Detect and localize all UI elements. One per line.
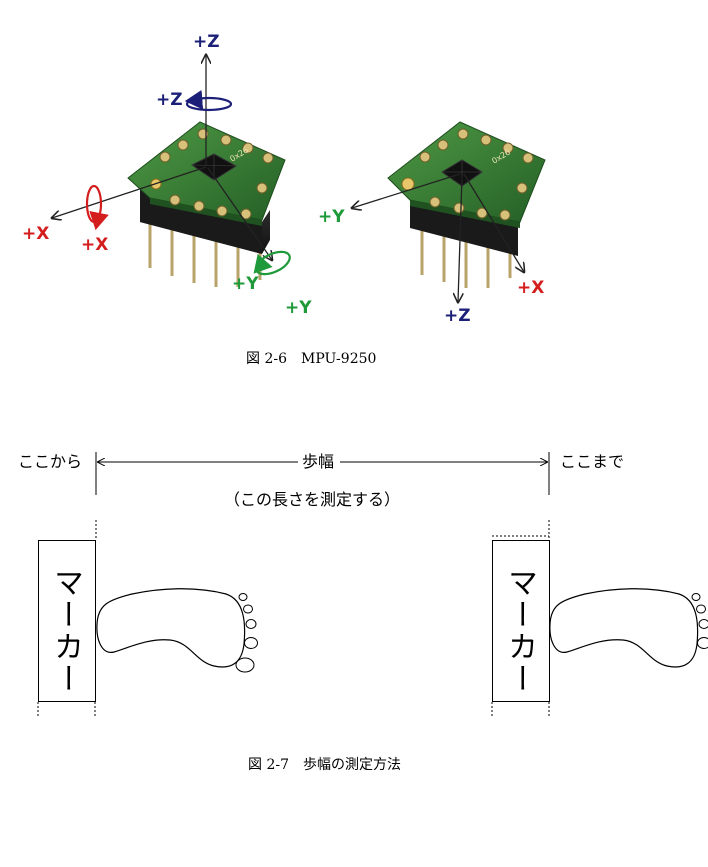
- left-z-rotation-label: +Z: [156, 92, 183, 109]
- marker-right: マーカー: [492, 540, 550, 702]
- figure-2-7-caption: 図 2-7 歩幅の測定方法: [248, 754, 401, 774]
- right-x-axis-label: +X: [517, 280, 544, 297]
- stride-diagram-graphic: [0, 440, 708, 730]
- left-z-axis-label: +Z: [193, 34, 220, 51]
- right-z-axis-label: +Z: [444, 308, 471, 325]
- marker-left: マーカー: [38, 540, 96, 702]
- end-label: ここまで: [560, 454, 624, 470]
- left-x-rotation-label: +X: [81, 237, 108, 254]
- figure-2-6-caption: 図 2-6 MPU-9250: [246, 348, 376, 368]
- left-x-axis-label: +X: [22, 226, 49, 243]
- left-y-rotation-label: +Y: [232, 276, 259, 293]
- right-y-axis-label: +Y: [318, 209, 345, 226]
- mpu9250-board-left-photo: 0x26: [0, 0, 708, 330]
- left-y-axis-label: +Y: [285, 300, 312, 317]
- right-board-graphic: 0x26: [352, 122, 545, 302]
- measurement-note: （この長さを測定する）: [224, 486, 400, 510]
- stride-label: 歩幅: [302, 454, 334, 470]
- figure-2-6: 0x26: [0, 0, 708, 340]
- marker-right-label: マーカー: [504, 567, 534, 695]
- marker-left-label: マーカー: [50, 567, 80, 695]
- start-label: ここから: [18, 454, 82, 470]
